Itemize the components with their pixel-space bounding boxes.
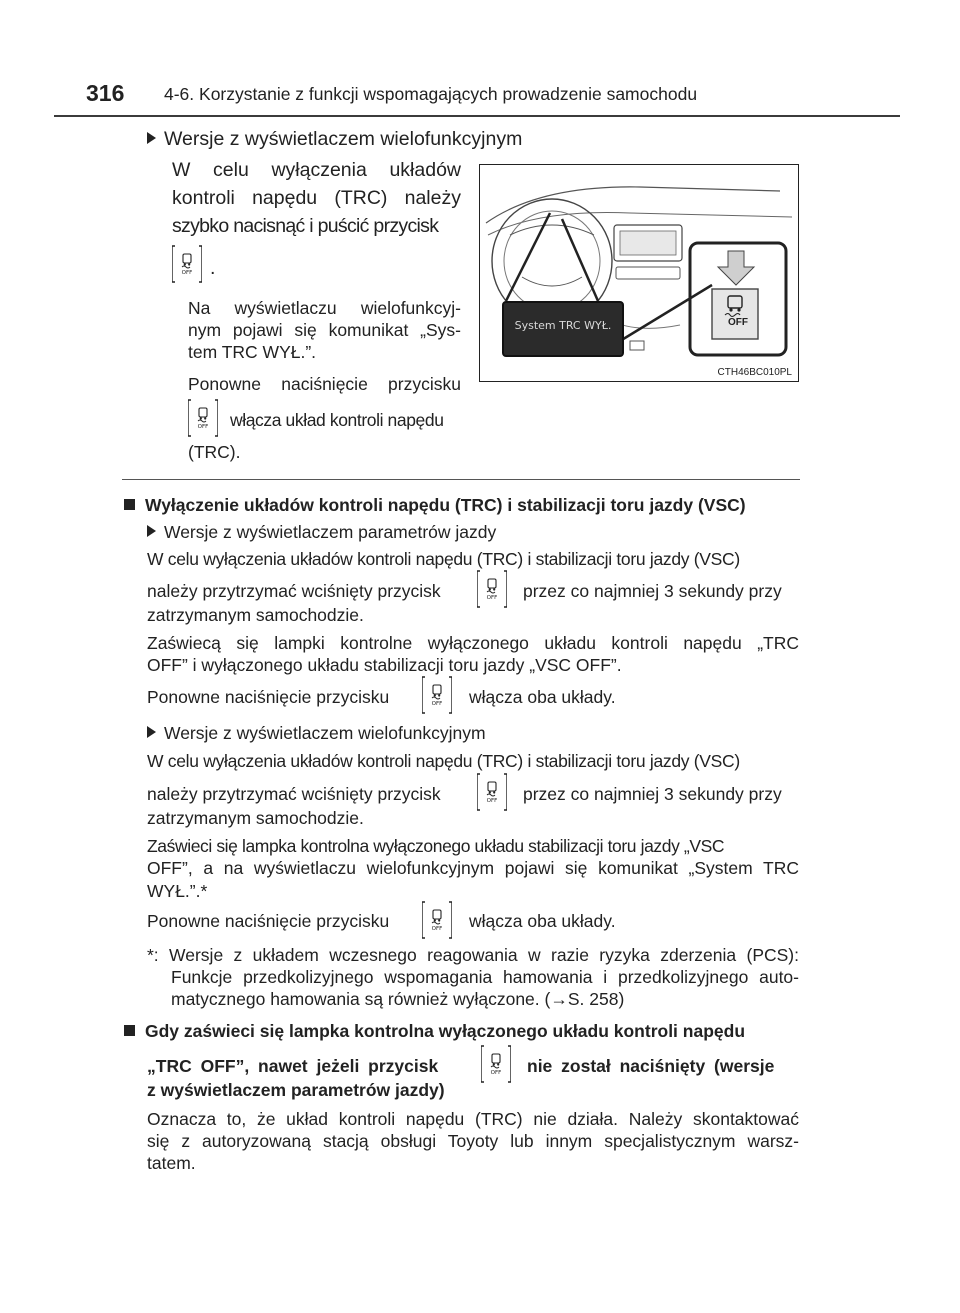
- dashboard-drawing: [485, 186, 793, 357]
- trc-off-message-text: System TRC WYŁ.: [514, 319, 612, 332]
- trc-off-button-icon: [481, 1044, 511, 1084]
- trc-off-message-display: System TRC WYŁ.: [502, 301, 624, 357]
- section1-again-3: (TRC).: [188, 442, 241, 462]
- dashboard-illustration: System TRC WYŁ. OFF CTH46BC010PL: [479, 164, 799, 382]
- sub1-line-5: OFF” i wyłączonego układu stabilizacji t…: [147, 655, 622, 675]
- section1-again-2: włącza układ kontroli napędu: [230, 410, 444, 430]
- sub1-line-2b: przez co najmniej 3 sekundy przy: [523, 581, 782, 601]
- sub1-heading: Wersje z wyświetlaczem parametrów jazdy: [147, 521, 496, 543]
- section-divider: [122, 479, 800, 480]
- section2-heading: Wyłączenie układów kontroli napędu (TRC)…: [124, 494, 746, 516]
- trc-off-button-icon: [172, 244, 202, 284]
- black-square-icon: [124, 499, 135, 510]
- section3-line-1: Oznacza to, że układ kontroli napędu (TR…: [147, 1109, 799, 1129]
- section1-line-1: W celu wyłączenia układów: [172, 159, 461, 181]
- section1-heading: Wersje z wyświetlaczem wielofunkcyjnym: [147, 128, 522, 150]
- trc-off-button-icon: [477, 772, 507, 812]
- section1-again-1: Ponowne naciśnięcie przycisku: [188, 374, 461, 394]
- section3-heading-1: Gdy zaświeci się lampka kontrolna wyłącz…: [124, 1020, 745, 1042]
- figure-code: CTH46BC010PL: [717, 367, 792, 378]
- section3-line-2: się z autoryzowaną stacją obsługi Toyoty…: [147, 1131, 799, 1151]
- section1-period: .: [210, 257, 216, 279]
- sub1-line-3: zatrzymanym samochodzie.: [147, 605, 364, 625]
- trc-off-button-icon: [477, 569, 507, 609]
- sub2-line-7a: Ponowne naciśnięcie przycisku: [147, 911, 390, 931]
- section1-note-2: nym pojawi się komunikat „Sys-: [188, 320, 461, 340]
- section1-line-3: szybko nacisnąć i puścić przycisk: [172, 215, 439, 237]
- triangle-right-icon: [147, 525, 156, 537]
- section3-line-3: tatem.: [147, 1153, 196, 1173]
- trc-off-button-icon: [188, 398, 218, 438]
- sub2-line-4: Zaświeci się lampka kontrolna wyłączoneg…: [147, 836, 725, 856]
- sub2-heading: Wersje z wyświetlaczem wielofunkcyjnym: [147, 722, 486, 744]
- trc-off-button-icon: [422, 675, 452, 715]
- footnote-line-1: *: Wersje z układem wczesnego reagowania…: [147, 945, 799, 965]
- header-divider: [54, 115, 900, 117]
- section1-line-2: kontroli napędu (TRC) należy: [172, 187, 461, 209]
- trc-off-button-icon: [422, 900, 452, 940]
- sub1-line-2a: należy przytrzymać wciśnięty przycisk: [147, 581, 441, 601]
- triangle-right-icon: [147, 132, 156, 144]
- triangle-right-icon: [147, 726, 156, 738]
- sub1-line-6a: Ponowne naciśnięcie przycisku: [147, 687, 390, 707]
- chapter-title: 4-6. Korzystanie z funkcji wspomagającyc…: [164, 84, 698, 104]
- section3-heading-3: z wyświetlaczem parametrów jazdy): [147, 1080, 445, 1100]
- sub1-line-6b: włącza oba układy.: [469, 687, 616, 707]
- sub2-line-6: WYŁ.”.*: [147, 881, 208, 901]
- sub2-line-5: OFF”, a na wyświetlaczu wielofunkcyjnym …: [147, 858, 799, 878]
- black-square-icon: [124, 1025, 135, 1036]
- page-number: 316: [86, 80, 125, 106]
- section3-heading-2b: nie został naciśnięty (wersje: [527, 1056, 775, 1076]
- sub2-line-2a: należy przytrzymać wciśnięty przycisk: [147, 784, 441, 804]
- section1-note-1: Na wyświetlaczu wielofunkcyj-: [188, 298, 461, 318]
- sub2-line-2b: przez co najmniej 3 sekundy przy: [523, 784, 782, 804]
- footnote-line-2: Funkcje przedkolizyjnego wspomagania ham…: [171, 967, 799, 987]
- sub2-line-7b: włącza oba układy.: [469, 911, 616, 931]
- off-label: OFF: [728, 317, 748, 328]
- section1-note-3: tem TRC WYŁ.”.: [188, 342, 317, 362]
- sub1-line-4: Zaświecą się lampki kontrolne wyłączoneg…: [147, 633, 799, 653]
- sub2-line-3: zatrzymanym samochodzie.: [147, 808, 364, 828]
- sub1-line-1: W celu wyłączenia układów kontroli napęd…: [147, 549, 740, 569]
- section3-heading-2a: „TRC OFF”, nawet jeżeli przycisk: [147, 1056, 439, 1076]
- footnote-line-3: matycznego hamowania są również wyłączon…: [171, 989, 625, 1009]
- sub2-line-1: W celu wyłączenia układów kontroli napęd…: [147, 751, 740, 771]
